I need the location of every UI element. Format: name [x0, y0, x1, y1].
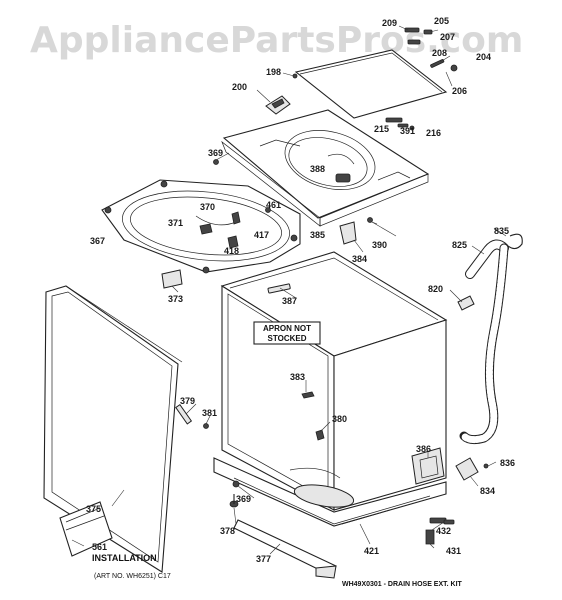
callout-561: 561 [92, 542, 107, 552]
callout-417: 417 [254, 230, 269, 240]
installation-label: INSTALLATION [92, 553, 157, 563]
callout-431: 431 [446, 546, 461, 556]
callout-383: 383 [290, 372, 305, 382]
callout-825: 825 [452, 240, 467, 250]
drain-hose-825 [459, 233, 523, 445]
lid-switch [385, 117, 415, 131]
callout-421: 421 [364, 546, 379, 556]
leader-lines [71, 25, 507, 555]
callout-384: 384 [352, 254, 367, 264]
callout-367: 367 [90, 236, 105, 246]
hose-kit-parts [455, 457, 489, 481]
callout-377: 377 [256, 554, 271, 564]
callout-820: 820 [428, 284, 443, 294]
apron-note-line-1: APRON NOT [263, 324, 311, 333]
drain-hose-kit-caption: WH49X0301 - DRAIN HOSE EXT. KIT [342, 581, 463, 588]
callout-381: 381 [202, 408, 217, 418]
callout-369-top: 369 [208, 148, 223, 158]
callout-380: 380 [332, 414, 347, 424]
brackets-384-385 [213, 159, 373, 245]
callout-378: 378 [220, 526, 235, 536]
callout-204: 204 [476, 52, 491, 62]
callout-418: 418 [224, 246, 239, 256]
callout-198: 198 [266, 67, 281, 77]
front-panel-375 [43, 285, 209, 573]
callout-834: 834 [480, 486, 495, 496]
callout-numbers: 209 205 207 208 204 198 200 206 215 391 … [86, 16, 515, 564]
callout-370: 370 [200, 202, 215, 212]
suspension-frame [101, 179, 301, 274]
installation-guide-561 [59, 501, 113, 557]
leveling-leg-378 [229, 494, 239, 508]
callout-375: 375 [86, 504, 101, 514]
callout-215: 215 [374, 124, 389, 134]
callout-207: 207 [440, 32, 455, 42]
callout-373: 373 [168, 294, 183, 304]
callout-205: 205 [434, 16, 449, 26]
callout-216: 216 [426, 128, 441, 138]
washer-lid [294, 49, 448, 119]
callout-388: 388 [310, 164, 325, 174]
callout-836: 836 [500, 458, 515, 468]
callout-379: 379 [180, 396, 195, 406]
callout-461: 461 [266, 200, 281, 210]
callout-390: 390 [372, 240, 387, 250]
art-number: (ART NO. WH6251) C17 [94, 573, 171, 580]
callout-387: 387 [282, 296, 297, 306]
base-frame [213, 457, 455, 545]
lid-bumper [265, 95, 291, 115]
watermark: AppliancePartsPros.com [30, 20, 523, 61]
bracket-373 [161, 269, 183, 289]
callout-200: 200 [232, 82, 247, 92]
callout-391: 391 [400, 126, 415, 136]
apron-note-line-2: STOCKED [268, 334, 307, 343]
hose-clamp-820 [457, 295, 475, 311]
callout-385: 385 [310, 230, 325, 240]
callout-209: 209 [382, 18, 397, 28]
callout-206: 206 [452, 86, 467, 96]
callout-386: 386 [416, 444, 431, 454]
drain-pump-386 [411, 447, 445, 485]
callout-835: 835 [494, 226, 509, 236]
kickplate-377 [233, 519, 337, 579]
callout-371: 371 [168, 218, 183, 228]
top-cover [221, 109, 430, 227]
callout-208: 208 [432, 48, 447, 58]
callout-369-bottom: 369 [236, 494, 251, 504]
callout-432: 432 [436, 526, 451, 536]
cabinet [220, 251, 448, 511]
